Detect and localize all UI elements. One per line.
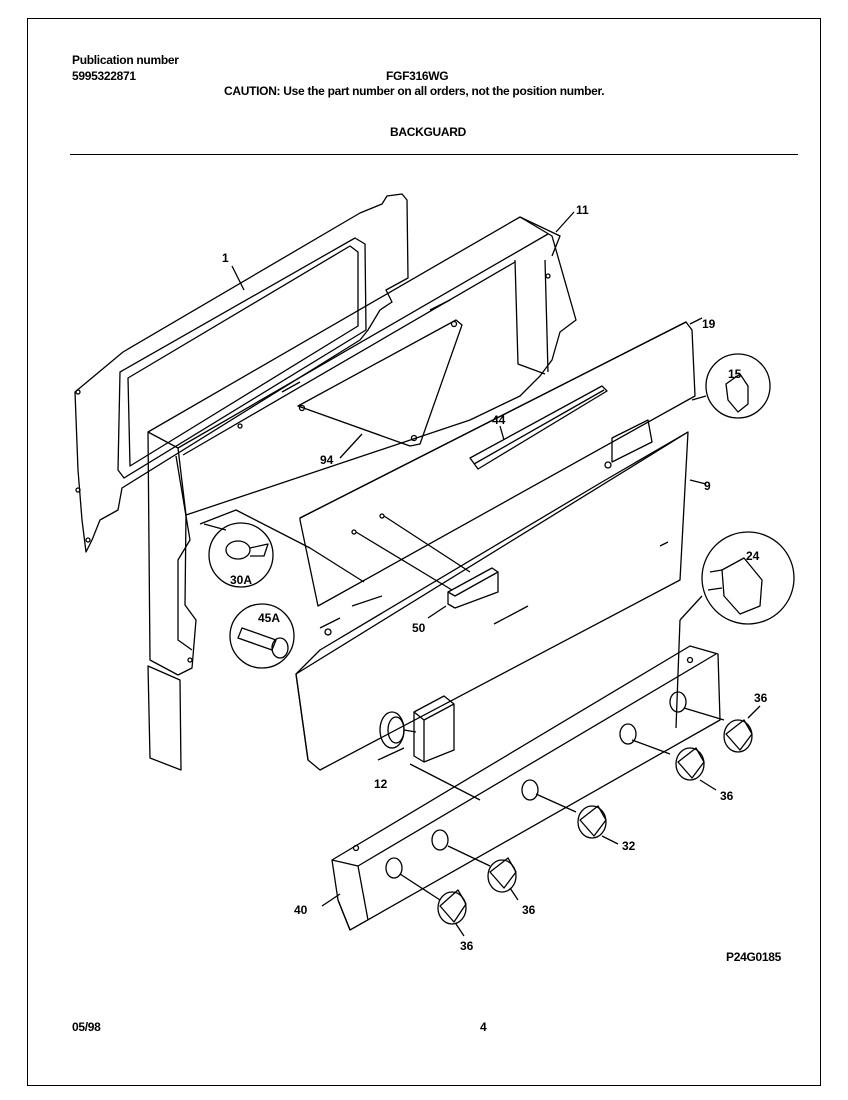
frame-end-cap <box>147 665 182 771</box>
callout-32: 32 <box>622 839 636 853</box>
callout-36-c: 36 <box>522 903 536 917</box>
callout-50: 50 <box>412 621 426 635</box>
part-94-bracket <box>297 319 463 459</box>
publication-label: Publication number <box>72 53 179 67</box>
callout-44: 44 <box>492 413 506 427</box>
callout-12: 12 <box>374 777 388 791</box>
detail-24-rocker-switch <box>675 531 795 729</box>
leader-lines <box>199 509 365 583</box>
part-44-trim <box>469 385 608 470</box>
callout-40: 40 <box>294 903 308 917</box>
callout-15: 15 <box>728 367 742 381</box>
part-12-switch <box>377 695 481 801</box>
callout-24: 24 <box>746 549 760 563</box>
callout-30A: 30A <box>230 573 252 587</box>
detail-30A-nut <box>203 522 274 588</box>
publication-number: 5995322871 <box>72 69 136 83</box>
callout-94: 94 <box>320 453 334 467</box>
drawing-code: P24G0185 <box>726 950 781 964</box>
page-number: 4 <box>480 1020 487 1034</box>
callout-11: 11 <box>576 203 589 217</box>
part-9-control-panel <box>295 419 707 771</box>
header-divider <box>70 154 798 155</box>
revision-date: 05/98 <box>72 1020 101 1034</box>
detail-15-clip <box>691 353 771 419</box>
callout-45A: 45A <box>258 611 280 625</box>
part-11-backguard-frame <box>147 211 577 676</box>
caution-note: CAUTION: Use the part number on all orde… <box>224 84 605 98</box>
part-19-panel <box>299 317 703 607</box>
knob-36-center-left <box>487 857 519 901</box>
part-50-bracket <box>427 567 499 619</box>
callout-36-a: 36 <box>754 691 768 705</box>
callout-19: 19 <box>702 317 716 331</box>
callout-36-b: 36 <box>720 789 734 803</box>
knob-36-center-right <box>675 747 717 791</box>
section-title: BACKGUARD <box>390 125 466 139</box>
page-border <box>27 18 821 1086</box>
model-number: FGF316WG <box>386 69 449 83</box>
callout-9: 9 <box>704 479 711 493</box>
callout-36-d: 36 <box>460 939 474 953</box>
callout-1: 1 <box>222 251 229 265</box>
part-40-lower-panel <box>321 645 725 931</box>
detail-45A-screw <box>229 603 295 669</box>
knob-36-lower-left <box>437 889 467 937</box>
knob-32 <box>577 805 619 845</box>
knob-36-right <box>723 705 761 753</box>
part-1-rear-panel <box>74 193 409 553</box>
